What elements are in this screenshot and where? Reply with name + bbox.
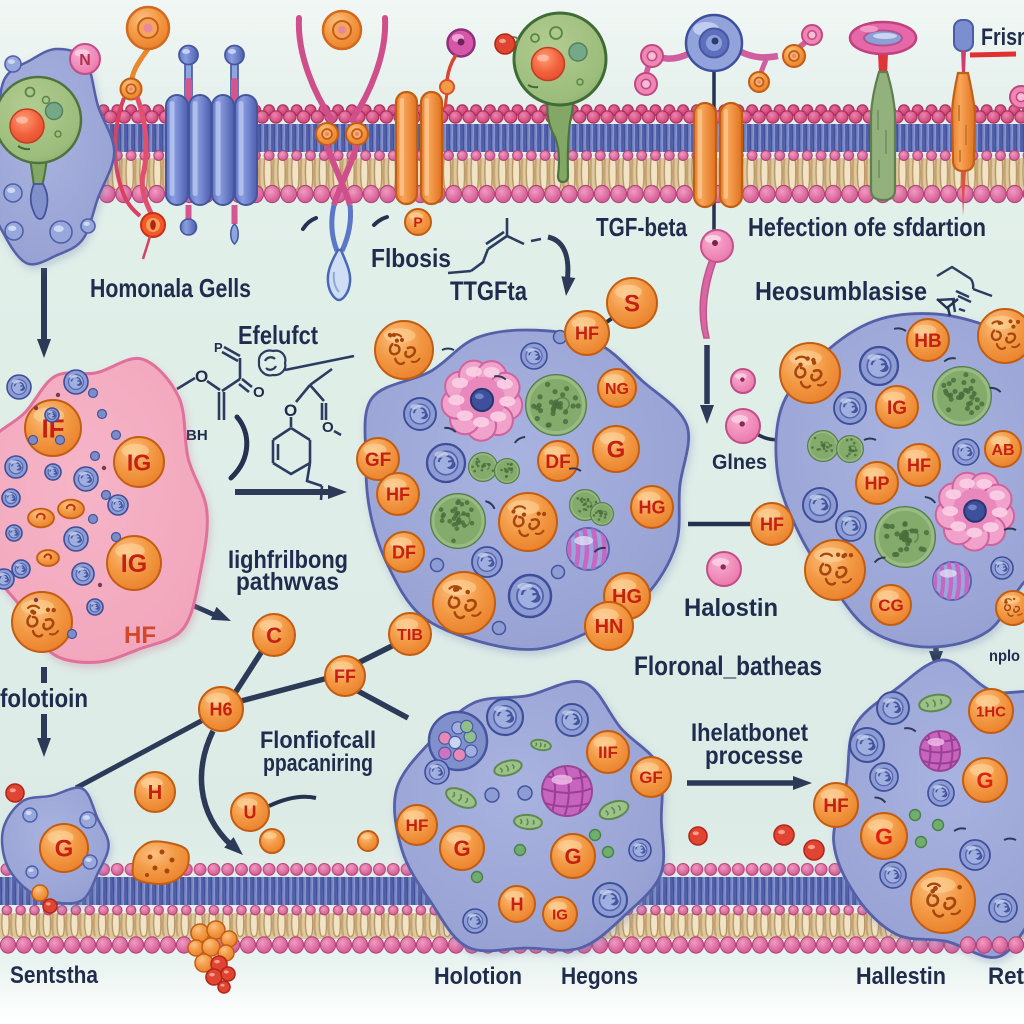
svg-text:G: G	[875, 823, 893, 849]
svg-text:U: U	[244, 803, 257, 823]
svg-text:pathwvas: pathwvas	[236, 568, 339, 596]
svg-text:N: N	[79, 52, 91, 69]
svg-text:folotioin: folotioin	[0, 683, 88, 713]
svg-text:HN: HN	[595, 616, 624, 638]
svg-text:HF: HF	[907, 456, 931, 476]
svg-text:HB: HB	[914, 331, 941, 352]
svg-text:Frisn: Frisn	[981, 24, 1024, 51]
svg-text:BH: BH	[186, 427, 208, 444]
svg-text:HF: HF	[823, 796, 848, 817]
svg-text:Holotion: Holotion	[434, 963, 522, 990]
svg-text:processe: processe	[705, 742, 803, 770]
svg-text:HF: HF	[406, 816, 429, 835]
svg-text:C: C	[266, 623, 282, 648]
svg-text:G: G	[453, 836, 470, 861]
svg-text:1HC: 1HC	[976, 703, 1006, 720]
svg-text:HP: HP	[864, 474, 889, 494]
svg-text:H6: H6	[209, 700, 232, 720]
svg-text:Heosumblasise: Heosumblasise	[755, 276, 927, 306]
svg-text:Efelufct: Efelufct	[238, 320, 318, 350]
svg-text:Glnes: Glnes	[712, 451, 767, 474]
svg-text:HG: HG	[639, 498, 666, 518]
svg-text:Iighfrilbong: Iighfrilbong	[228, 546, 348, 574]
svg-text:IG: IG	[887, 398, 907, 419]
svg-text:HF: HF	[386, 485, 410, 505]
svg-text:TGF-beta: TGF-beta	[596, 212, 687, 242]
svg-text:FF: FF	[334, 667, 356, 687]
svg-text:G: G	[564, 844, 581, 869]
svg-text:O: O	[253, 384, 265, 401]
svg-text:HF: HF	[124, 622, 156, 649]
svg-text:Sentstha: Sentstha	[10, 962, 99, 989]
svg-text:Floronal_batheas: Floronal_batheas	[634, 651, 822, 681]
svg-text:Ihelatbonet: Ihelatbonet	[691, 719, 809, 747]
svg-text:GF: GF	[639, 768, 663, 787]
svg-text:HG: HG	[612, 586, 642, 608]
svg-text:Ret: Ret	[988, 963, 1024, 990]
svg-text:G: G	[607, 437, 626, 464]
svg-text:Homonala Gells: Homonala Gells	[90, 273, 251, 303]
svg-text:Halostin: Halostin	[684, 594, 778, 622]
svg-text:GF: GF	[365, 450, 391, 471]
svg-text:TIB: TIB	[397, 627, 423, 644]
svg-text:O: O	[284, 401, 297, 420]
svg-text:NG: NG	[605, 381, 629, 398]
svg-text:IG: IG	[552, 906, 568, 923]
svg-text:DF: DF	[545, 452, 570, 473]
svg-text:Flbosis: Flbosis	[371, 243, 451, 273]
svg-text:S: S	[624, 291, 640, 318]
svg-text:IIF: IIF	[598, 743, 618, 762]
svg-text:P: P	[214, 340, 223, 355]
svg-text:Hefection ofe sfdartion: Hefection ofe sfdartion	[748, 212, 986, 242]
svg-text:Hegons: Hegons	[561, 963, 638, 990]
svg-text:IG: IG	[127, 449, 151, 475]
svg-text:CG: CG	[878, 596, 904, 615]
svg-text:ppacaniring: ppacaniring	[263, 750, 373, 777]
svg-text:Hallestin: Hallestin	[856, 963, 946, 990]
svg-text:DF: DF	[392, 543, 416, 563]
svg-text:AB: AB	[991, 442, 1014, 459]
svg-text:G: G	[55, 836, 74, 863]
svg-text:P: P	[413, 214, 422, 230]
svg-text:IG: IG	[121, 550, 147, 578]
svg-text:TTGFta: TTGFta	[450, 276, 528, 306]
svg-text:HF: HF	[575, 324, 599, 344]
svg-text:H: H	[511, 895, 524, 915]
svg-text:HF: HF	[760, 515, 784, 535]
svg-text:O: O	[195, 367, 208, 386]
svg-text:nplo: nplo	[989, 648, 1020, 665]
svg-text:Flonfiofcall: Flonfiofcall	[260, 727, 376, 754]
svg-text:O: O	[322, 419, 334, 436]
svg-text:G: G	[976, 768, 993, 793]
svg-text:H: H	[148, 782, 162, 804]
